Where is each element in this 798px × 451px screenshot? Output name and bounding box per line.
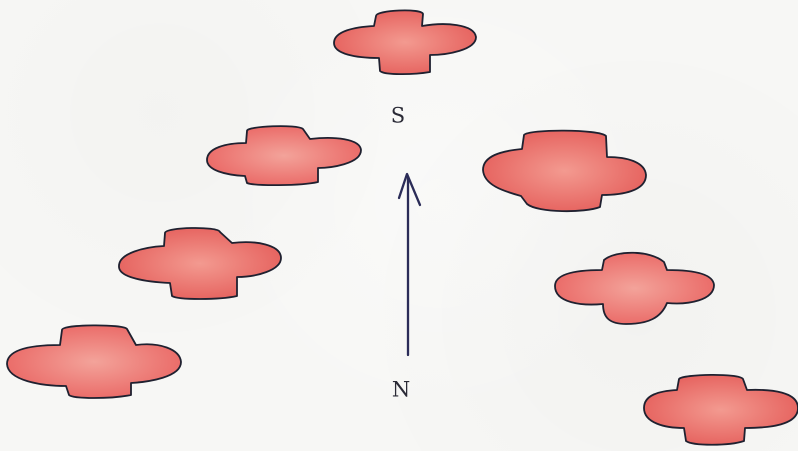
label-south: S (390, 103, 406, 128)
label-north: N (391, 377, 411, 402)
red-shape-left-middle (118, 227, 282, 300)
red-shape-right-upper (482, 129, 647, 213)
red-shape-left-lower (6, 324, 182, 399)
red-shape-right-lower (643, 373, 798, 446)
arrow-head-icon (397, 172, 422, 207)
red-shape-right-middle (554, 251, 715, 325)
red-shape-top (333, 9, 477, 76)
red-shape-left-upper (206, 125, 362, 187)
